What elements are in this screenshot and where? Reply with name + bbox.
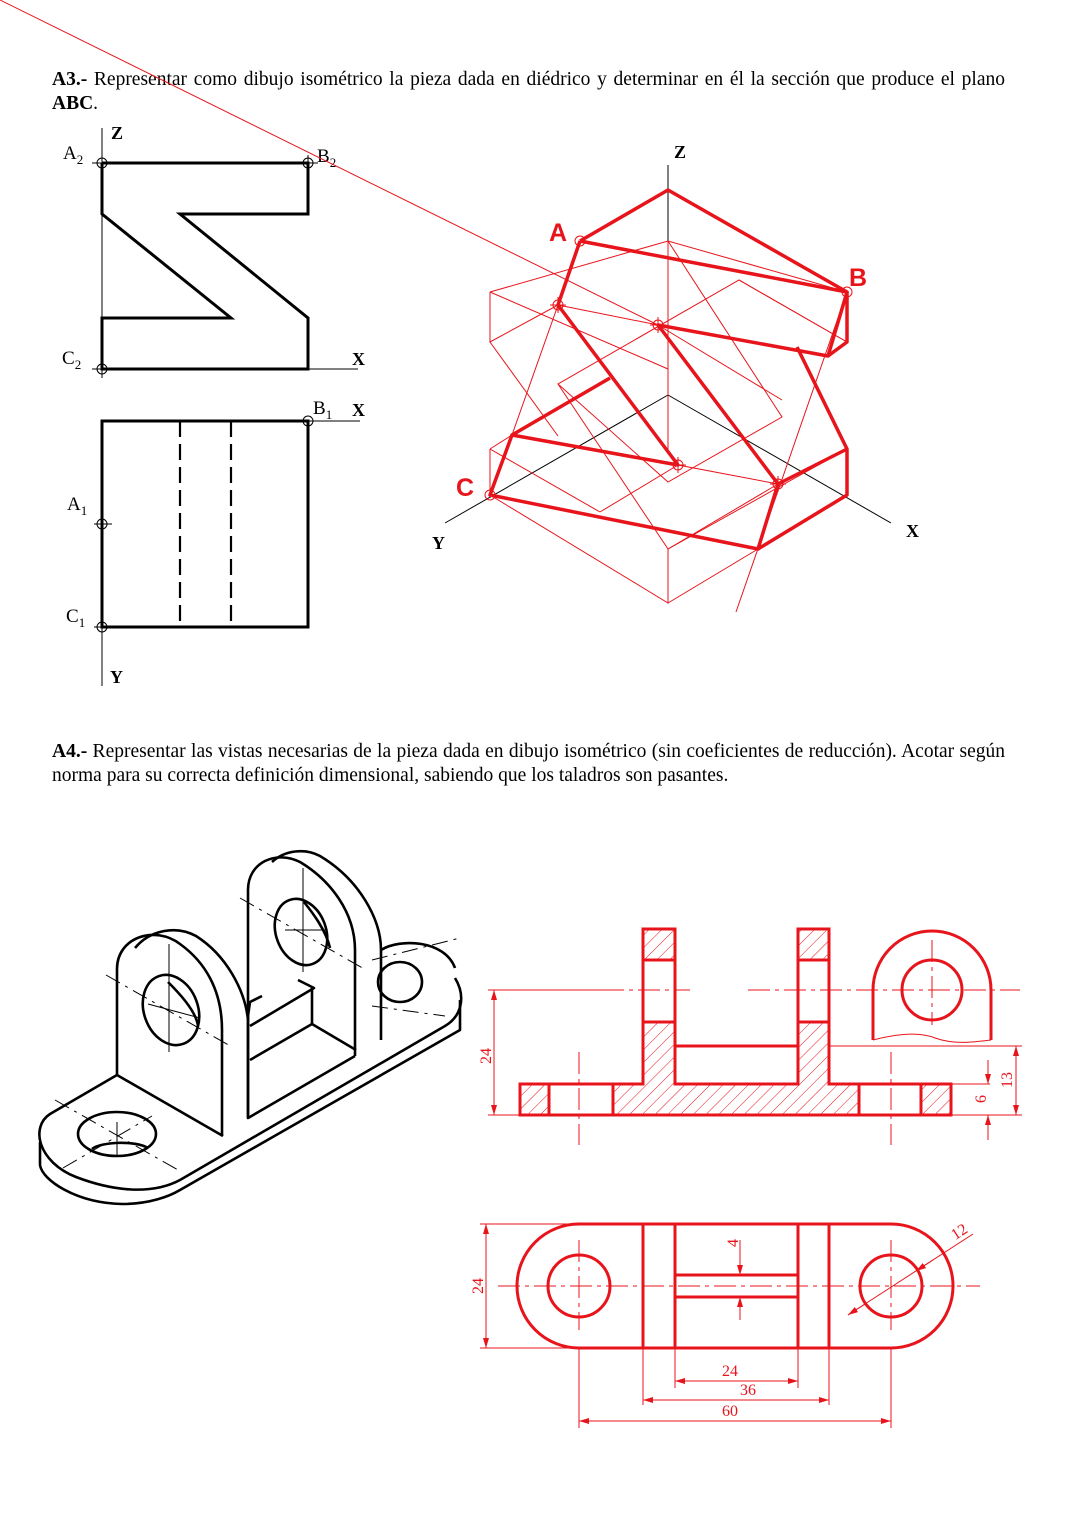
- a3-elevation-view: Z X A2 B2 C2: [62, 123, 365, 378]
- plan-dimensions: [480, 1223, 974, 1428]
- section-outline: [488, 188, 849, 551]
- a4-iso-axis-marks: [116, 868, 325, 1156]
- a3-isometric-solution: Z Y X: [0, 0, 919, 613]
- dim-13: 13: [999, 1072, 1016, 1088]
- label-x-plan: X: [352, 400, 365, 420]
- a4-text: Representar las vistas necesarias de la …: [52, 741, 1005, 786]
- section-dimensions: [488, 989, 1022, 1140]
- iso-label-x: X: [906, 521, 919, 541]
- label-b1: B1: [313, 398, 332, 422]
- dim-24-width: 24: [470, 1278, 487, 1294]
- dim-12-diameter: 12: [948, 1221, 971, 1244]
- plan-center-lines: [498, 1240, 980, 1330]
- section-center-lines: [578, 940, 1020, 1145]
- point-markers: [484, 235, 853, 501]
- dim-4: 4: [725, 1239, 742, 1247]
- label-x: X: [352, 349, 365, 369]
- a4-number: A4.-: [52, 741, 88, 762]
- a3-text: Representar como dibujo isométrico la pi…: [87, 69, 1005, 90]
- label-a1: A1: [67, 494, 87, 518]
- break-line: [872, 1033, 992, 1043]
- a4-plan-view: 24 4 12 24 36 60: [470, 1221, 980, 1428]
- label-a2: A2: [63, 143, 83, 167]
- label-c2: C2: [62, 348, 81, 372]
- iso-label-b: B: [849, 264, 867, 292]
- iso-label-y: Y: [432, 533, 445, 553]
- a3-number: A3.-: [52, 69, 88, 90]
- dim-6: 6: [973, 1095, 990, 1103]
- a3-plan-view: X Y B1 A1 C1: [66, 398, 365, 687]
- iso-label-a: A: [549, 219, 567, 247]
- hatched-areas: [520, 929, 951, 1115]
- point-a2-marker: [96, 157, 108, 169]
- a4-isometric-part: [38, 849, 463, 1206]
- a3-statement: A3.- Representar como dibujo isométrico …: [52, 68, 1005, 116]
- a3-text-end: .: [93, 93, 99, 114]
- z-profile: [100, 161, 310, 371]
- iso-x-axis: [667, 394, 892, 524]
- point-b1-marker: [302, 415, 314, 427]
- dim-24-height: 24: [478, 1048, 495, 1064]
- dim-60: 60: [722, 1403, 738, 1420]
- iso-label-z: Z: [674, 142, 686, 162]
- label-y: Y: [110, 667, 123, 687]
- a4-statement: A4.- Representar las vistas necesarias d…: [52, 740, 1005, 788]
- label-z: Z: [111, 123, 123, 143]
- plan-outline: [100, 419, 310, 629]
- a3-plane-name: ABC: [52, 93, 94, 114]
- label-c1: C1: [66, 606, 85, 630]
- iso-y-axis: [444, 394, 669, 524]
- construction-lines: [0, 0, 848, 613]
- dim-24-length: 24: [722, 1363, 738, 1380]
- iso-label-c: C: [456, 474, 474, 502]
- dim-36: 36: [740, 1382, 756, 1399]
- a4-section-view: 24 6 13: [478, 927, 1022, 1145]
